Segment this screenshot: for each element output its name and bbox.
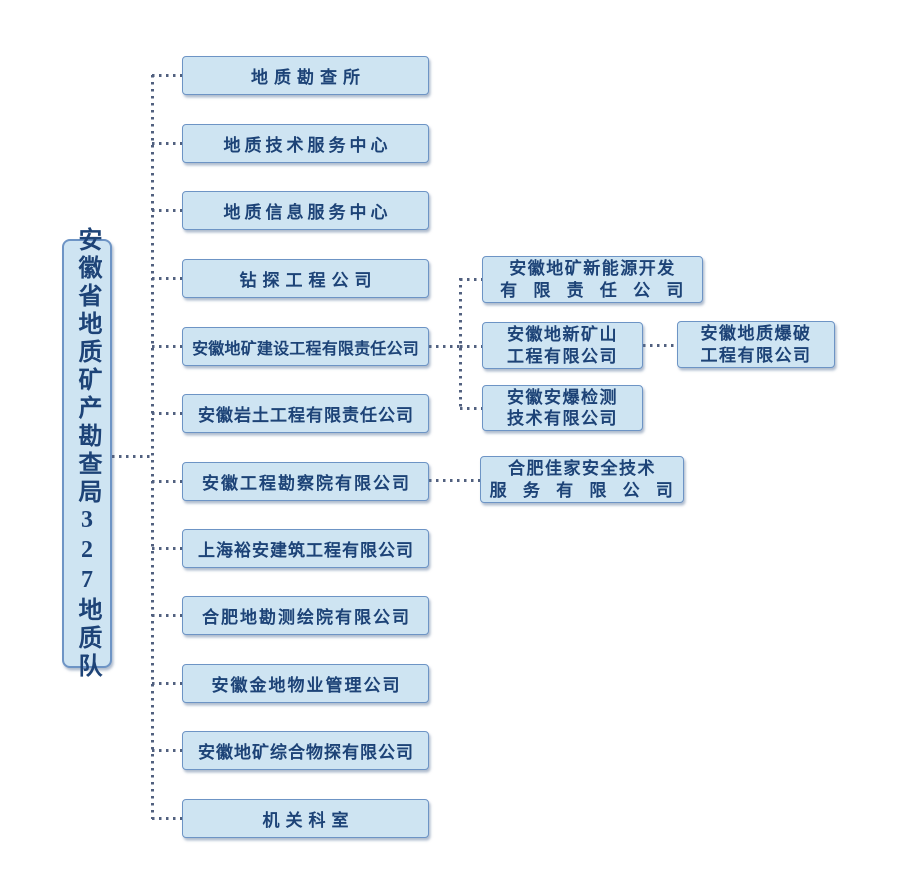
main-unit-box: 安徽地矿综合物探有限公司 [182,731,429,770]
main-unit-label: 安徽岩土工程有限责任公司 [198,406,414,425]
main-unit-box: 地质技术服务中心 [182,124,429,163]
main-unit-box: 钻探工程公司 [182,259,429,298]
main-unit-box: 安徽金地物业管理公司 [182,664,429,703]
main-unit-label: 安徽地矿综合物探有限公司 [198,743,414,762]
main-trunk-line [151,75,154,819]
main-unit-label: 安徽地矿建设工程有限责任公司 [192,340,419,358]
main-unit-box: 上海裕安建筑工程有限公司 [182,529,429,568]
subsidiary-connector-line [460,345,482,348]
subsidiary-label-line2: 技术有限公司 [507,409,618,428]
unit-connector-line [152,682,182,685]
root-org-label: 安徽省地质矿产勘查局327地质队 [74,226,100,681]
main-unit-label: 合肥地勘测绘院有限公司 [202,608,411,627]
subsidiary-label-line1: 安徽地质爆破 [700,324,812,343]
main-unit-label: 安徽工程勘察院有限公司 [202,474,411,493]
subsidiary-label-line1: 安徽地新矿山 [507,325,618,344]
unit-connector-line [152,142,182,145]
subsidiary-connector-line [460,407,482,410]
construction-branch-line [429,345,460,348]
main-unit-label: 安徽金地物业管理公司 [211,676,402,695]
root-connector-line [112,455,152,458]
subsidiary-label-line2: 工程有限公司 [700,345,812,365]
main-unit-label: 地质技术服务中心 [223,136,392,155]
main-unit-box: 合肥地勘测绘院有限公司 [182,596,429,635]
unit-connector-line [152,209,182,212]
subsidiary-label-line2: 工程有限公司 [507,346,618,366]
subsidiary-label-line1: 合肥佳家安全技术 [508,459,656,478]
unit-connector-line [152,74,182,77]
main-unit-box: 安徽岩土工程有限责任公司 [182,394,429,433]
subsidiary-label-line1: 安徽地矿新能源开发 [509,259,676,278]
blasting-connector-line [643,344,677,347]
main-unit-label: 上海裕安建筑工程有限公司 [198,541,414,560]
unit-connector-line [152,345,182,348]
main-unit-box: 地质信息服务中心 [182,191,429,230]
subsidiary-box: 合肥佳家安全技术 服 务 有 限 公 司 [480,456,684,503]
main-unit-label: 钻探工程公司 [239,271,378,290]
main-unit-box: 地质勘查所 [182,56,429,95]
unit-connector-line [152,412,182,415]
main-unit-label: 地质勘查所 [251,68,366,87]
subsidiary-box: 安徽地新矿山 工程有限公司 [482,322,643,369]
main-unit-box: 机关科室 [182,799,429,838]
subsidiary-connector-line [460,278,482,281]
main-unit-label: 机关科室 [262,811,355,830]
subsidiary-box: 安徽地质爆破 工程有限公司 [677,321,835,368]
construction-trunk-line [459,278,462,409]
root-org-box: 安徽省地质矿产勘查局327地质队 [62,227,112,681]
subsidiary-label-line2: 服 务 有 限 公 司 [489,480,675,500]
unit-connector-line [152,817,182,820]
unit-connector-line [152,749,182,752]
survey-branch-line [429,479,480,482]
main-unit-box: 安徽工程勘察院有限公司 [182,462,429,501]
subsidiary-box: 安徽地矿新能源开发 有 限 责 任 公 司 [482,256,703,303]
unit-connector-line [152,277,182,280]
subsidiary-label-line2: 有 限 责 任 公 司 [500,280,685,300]
subsidiary-label-line1: 安徽安爆检测 [507,387,618,407]
unit-connector-line [152,614,182,617]
subsidiary-box: 安徽安爆检测 技术有限公司 [482,385,643,431]
unit-connector-line [152,480,182,483]
unit-connector-line [152,547,182,550]
main-unit-label: 地质信息服务中心 [223,203,392,222]
main-unit-box: 安徽地矿建设工程有限责任公司 [182,327,429,366]
